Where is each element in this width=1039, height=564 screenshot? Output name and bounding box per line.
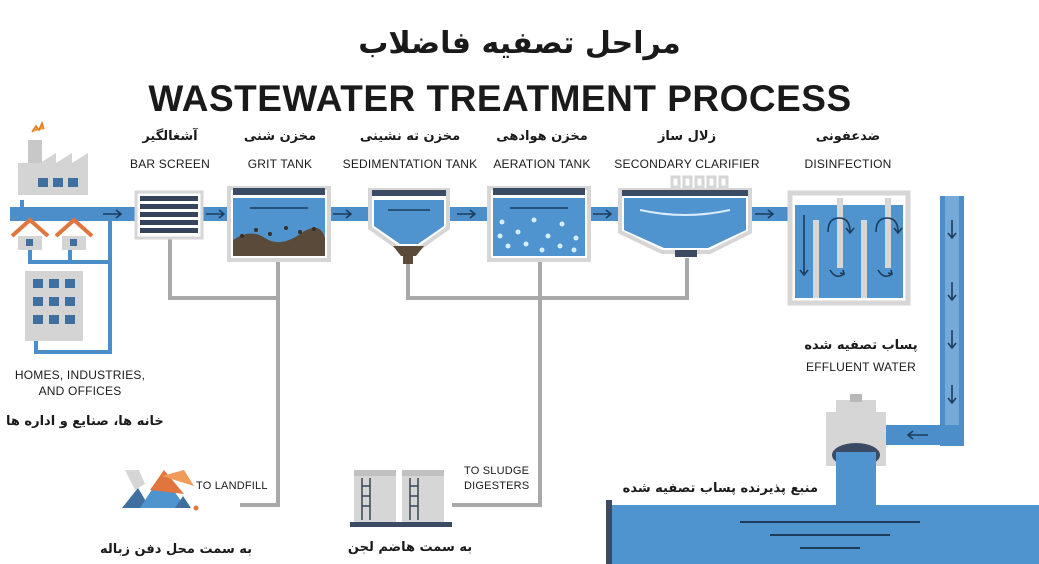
factory-icon [18, 120, 88, 195]
sources-label-fa: خانه ها، صنایع و اداره ها [6, 414, 164, 429]
sources-label-en-line2: AND OFFICES [38, 384, 122, 398]
digesters-label-en-line1: TO SLUDGE [464, 465, 530, 477]
bar-screen-label-en: BAR SCREEN [129, 157, 211, 171]
disinfection-unit [787, 190, 911, 306]
secondary-clarifier-label-en: SECONDARY CLARIFIER [614, 157, 760, 171]
sources-label-en-line1: HOMES, INDUSTRIES, [14, 368, 146, 382]
landfill-pipe [168, 238, 280, 507]
sedimentation-tank-label-en: SEDIMENTATION TANK [342, 157, 478, 171]
sludge-digesters-icon [350, 470, 452, 527]
effluent-label-en: EFFLUENT WATER [806, 360, 916, 374]
grit-tank-label-fa: مخزن شنی [243, 129, 317, 144]
secondary-clarifier-unit [618, 175, 752, 257]
grit-tank-unit [227, 186, 331, 262]
secondary-clarifier-label-fa: زلال ساز [657, 129, 717, 144]
disinfection-label-fa: ضدعفونی [815, 129, 881, 144]
aeration-tank-unit [487, 186, 591, 262]
grit-tank-label-en: GRIT TANK [247, 157, 313, 171]
sedimentation-tank-label-fa: مخزن ته نشینی [359, 129, 461, 144]
bar-screen-label-fa: آشغالگیر [142, 129, 198, 144]
aeration-tank-label-fa: مخزن هوادهی [496, 129, 588, 144]
digesters-label-fa: به سمت هاضم لجن [347, 540, 473, 555]
bar-screen-unit [134, 190, 204, 240]
receiver-label-fa: منبع پذیرنده پساب تصفیه شده [622, 481, 818, 496]
landfill-label-en: TO LANDFILL [196, 480, 268, 492]
return-sludge-pipe [406, 258, 689, 300]
flow-arrows [103, 209, 957, 440]
disinfection-label-en: DISINFECTION [804, 157, 892, 171]
office-building-icon [25, 271, 83, 341]
aeration-tank-label-en: AERATION TANK [493, 157, 591, 171]
landfill-icon [122, 470, 199, 511]
houses-icon [10, 217, 94, 250]
title-persian: مراحل تصفیه فاضلاب [358, 26, 681, 61]
digesters-label-en-line2: DIGESTERS [464, 480, 530, 492]
effluent-label-fa: پساب تصفیه شده [804, 338, 918, 353]
landfill-label-fa: به سمت محل دفن زباله [100, 542, 253, 557]
sedimentation-tank-unit [368, 188, 450, 264]
receiving-water-body [606, 452, 1039, 564]
sludge-pipes [168, 238, 689, 507]
digester-pipe [452, 298, 542, 507]
title-english: WASTEWATER TREATMENT PROCESS [148, 78, 852, 119]
